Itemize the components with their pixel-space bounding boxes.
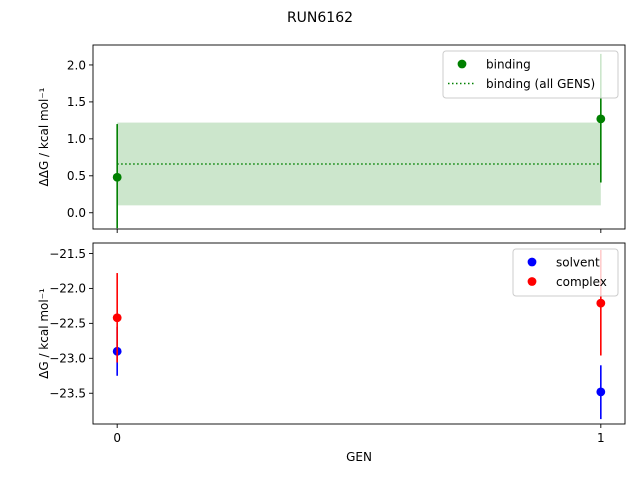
y-tick-label: −22.0: [49, 282, 86, 296]
y-tick-label: 0.5: [67, 169, 86, 183]
y-axis-label: ΔG / kcal mol⁻¹: [37, 288, 51, 379]
legend: binding binding (all GENS): [442, 50, 619, 99]
legend-label: solvent: [556, 255, 600, 269]
y-tick-label: 1.0: [67, 132, 86, 146]
y-tick-label: −23.0: [49, 352, 86, 366]
legend-marker-solvent: [527, 257, 537, 267]
legend: solvent complex: [512, 248, 619, 297]
y-tick-label: −22.5: [49, 317, 86, 331]
data-point-solvent: [596, 387, 606, 397]
x-tick-label: 1: [597, 431, 605, 445]
data-point-binding: [596, 114, 606, 124]
legend-box: [512, 248, 619, 297]
legend-box: [442, 50, 619, 99]
axes-frame: [92, 242, 626, 425]
data-point-complex: [596, 298, 606, 308]
y-tick-label: −23.5: [49, 387, 86, 401]
data-point-binding: [112, 172, 122, 182]
y-tick-label: 1.5: [67, 95, 86, 109]
legend-marker-complex: [527, 277, 537, 286]
legend-label: binding (all GENS): [486, 77, 595, 91]
bottom-panel: −23.5 −23.0 −22.5 −22.0 −21.5 0 1 ΔG / kcal mol…: [37, 242, 626, 464]
legend-marker-binding: [457, 59, 467, 69]
legend-label: binding: [486, 57, 531, 71]
data-point-complex: [112, 313, 122, 323]
y-tick-label: 2.0: [67, 58, 86, 72]
axes-frame: [92, 44, 626, 230]
x-tick-label: 0: [113, 431, 121, 445]
y-axis-label: ΔΔG / kcal mol⁻¹: [37, 87, 51, 186]
y-tick-label: −21.5: [49, 247, 86, 261]
figure-title: RUN6162: [287, 10, 353, 26]
y-tick-label: 0.0: [67, 206, 86, 220]
legend-label: complex: [556, 275, 607, 289]
x-axis-label: GEN: [346, 450, 372, 464]
